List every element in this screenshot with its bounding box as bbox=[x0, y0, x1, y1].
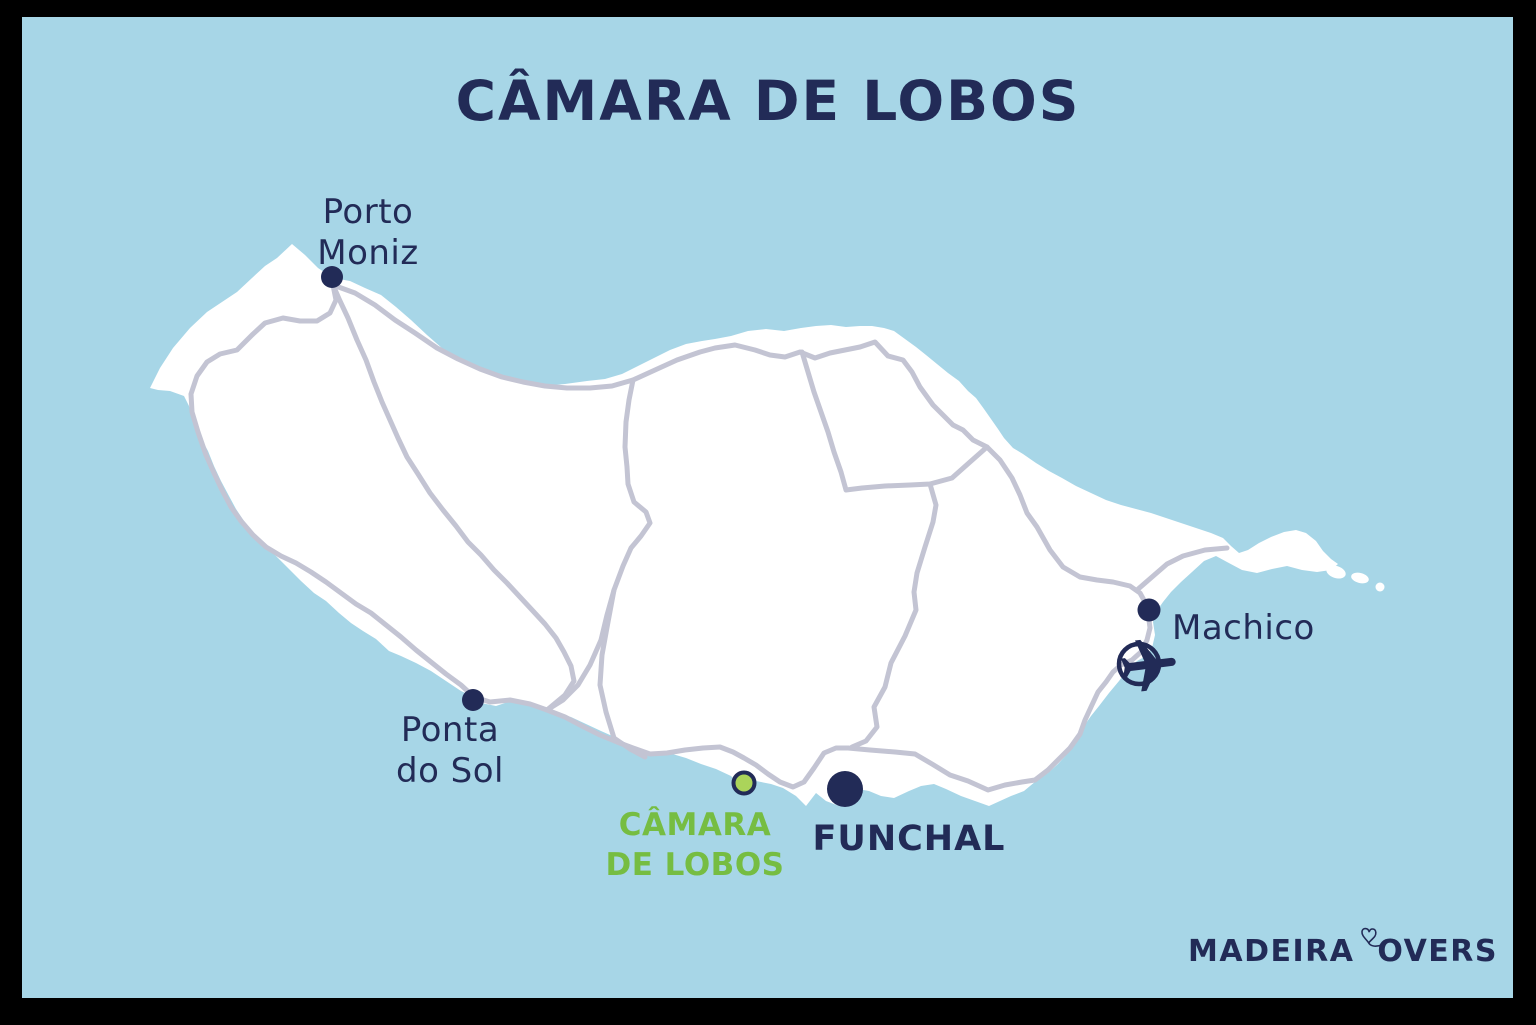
road-interior-north bbox=[799, 349, 990, 493]
road-diagonal-west bbox=[330, 282, 577, 713]
madeira-map: CÂMARA DE LOBOS Porto Moniz Ponta do Sol… bbox=[22, 17, 1513, 998]
marker-ponta-do-sol bbox=[462, 689, 484, 711]
page-title: CÂMARA DE LOBOS bbox=[455, 69, 1081, 133]
road-peninsula-branch bbox=[1134, 545, 1230, 593]
label-camara-line2: DE LOBOS bbox=[605, 847, 785, 884]
airport-plane-icon bbox=[1116, 639, 1176, 692]
marker-camara-de-lobos bbox=[731, 770, 757, 796]
road-center-valley bbox=[544, 377, 653, 713]
label-porto-moniz: Porto Moniz bbox=[258, 192, 478, 275]
madeira-island-shape bbox=[150, 244, 1338, 806]
east-islets bbox=[1326, 565, 1385, 592]
map-graphics bbox=[150, 244, 1385, 807]
road-funchal-machico bbox=[845, 609, 1153, 793]
road-interior-funchal bbox=[849, 481, 939, 750]
logo-text-madeira: MADEIRA bbox=[1188, 933, 1355, 969]
road-west-south-coast bbox=[188, 282, 851, 790]
marker-porto-moniz bbox=[321, 266, 343, 288]
label-ponta-do-sol-line2: do Sol bbox=[395, 751, 505, 792]
road-camara-branch bbox=[597, 587, 648, 760]
label-funchal: FUNCHAL bbox=[812, 819, 1006, 859]
label-camara-line1: CÂMARA bbox=[618, 807, 772, 843]
label-porto-moniz-line1: Porto bbox=[322, 192, 414, 232]
label-camara-de-lobos: CÂMARA DE LOBOS bbox=[565, 805, 825, 886]
marker-funchal bbox=[827, 771, 863, 807]
label-ponta-do-sol-line1: Ponta bbox=[400, 710, 500, 750]
roads bbox=[188, 282, 1230, 793]
road-north-coast bbox=[330, 282, 1151, 613]
label-porto-moniz-line2: Moniz bbox=[317, 233, 419, 274]
label-machico: Machico bbox=[1172, 608, 1315, 648]
marker-machico bbox=[1137, 598, 1161, 622]
madeira-lovers-logo: MADEIRA OVERS bbox=[1188, 916, 1498, 986]
label-ponta-do-sol: Ponta do Sol bbox=[340, 710, 560, 793]
heart-l-icon bbox=[1361, 927, 1384, 947]
logo-text-overs: OVERS bbox=[1377, 933, 1498, 969]
